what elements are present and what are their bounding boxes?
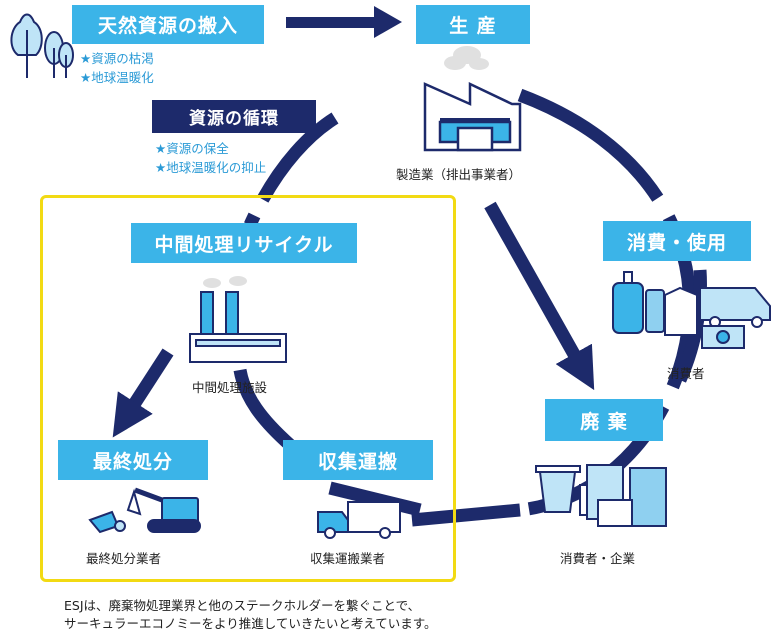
final-disposal-company-caption: 最終処分業者 (86, 551, 162, 566)
footer-line-1: ESJは、廃棄物処理業界と他のステークホルダーを繋ぐことで、 (64, 598, 421, 613)
excavator-icon (88, 487, 201, 534)
bottom-return-arc (411, 503, 521, 527)
collection-company-caption: 収集運搬業者 (310, 551, 386, 566)
manufacturer-caption: 製造業（排出事業者） (396, 167, 522, 182)
waste-appliances-icon (535, 464, 667, 527)
cycle-note-conservation: ★資源の保全 (155, 141, 229, 156)
consumer-company-caption: 消費者・企業 (560, 551, 636, 566)
input-note-warming: ★地球温暖化 (80, 70, 154, 85)
input-arrow (286, 6, 402, 38)
consumer-goods-icon (612, 271, 771, 349)
intermediate-facility-caption: 中間処理施設 (192, 380, 268, 395)
recycle-to-final-arrow (112, 348, 174, 438)
production-label: 生 産 (416, 5, 530, 44)
disposal-label: 廃 棄 (545, 399, 663, 441)
final-disposal-label: 最終処分 (58, 440, 208, 480)
disposal-to-collection-arc (328, 481, 422, 517)
consumption-label: 消費・使用 (603, 221, 751, 261)
input-note-depletion: ★資源の枯渇 (80, 51, 154, 66)
collection-label: 収集運搬 (283, 440, 433, 480)
factory-icon (423, 46, 522, 152)
intermediate-treatment-highlight (40, 195, 456, 582)
resource-input-label: 天然資源の搬入 (72, 5, 264, 44)
production-to-disposal-arrow (484, 201, 595, 391)
consumer-caption: 消費者 (667, 366, 705, 381)
cycle-note-warming-prevention: ★地球温暖化の抑止 (155, 160, 267, 175)
footer-line-2: サーキュラーエコノミーをより推進していきたいと考えています。 (64, 616, 437, 631)
intermediate-recycle-label: 中間処理リサイクル (131, 223, 357, 263)
resource-cycle-label: 資源の循環 (152, 100, 316, 133)
trees-icon (10, 13, 74, 78)
truck-icon (317, 501, 401, 539)
collection-to-recycle-arc (233, 368, 295, 450)
inner-left-arc (244, 112, 339, 228)
incinerator-facility-icon (189, 276, 287, 363)
